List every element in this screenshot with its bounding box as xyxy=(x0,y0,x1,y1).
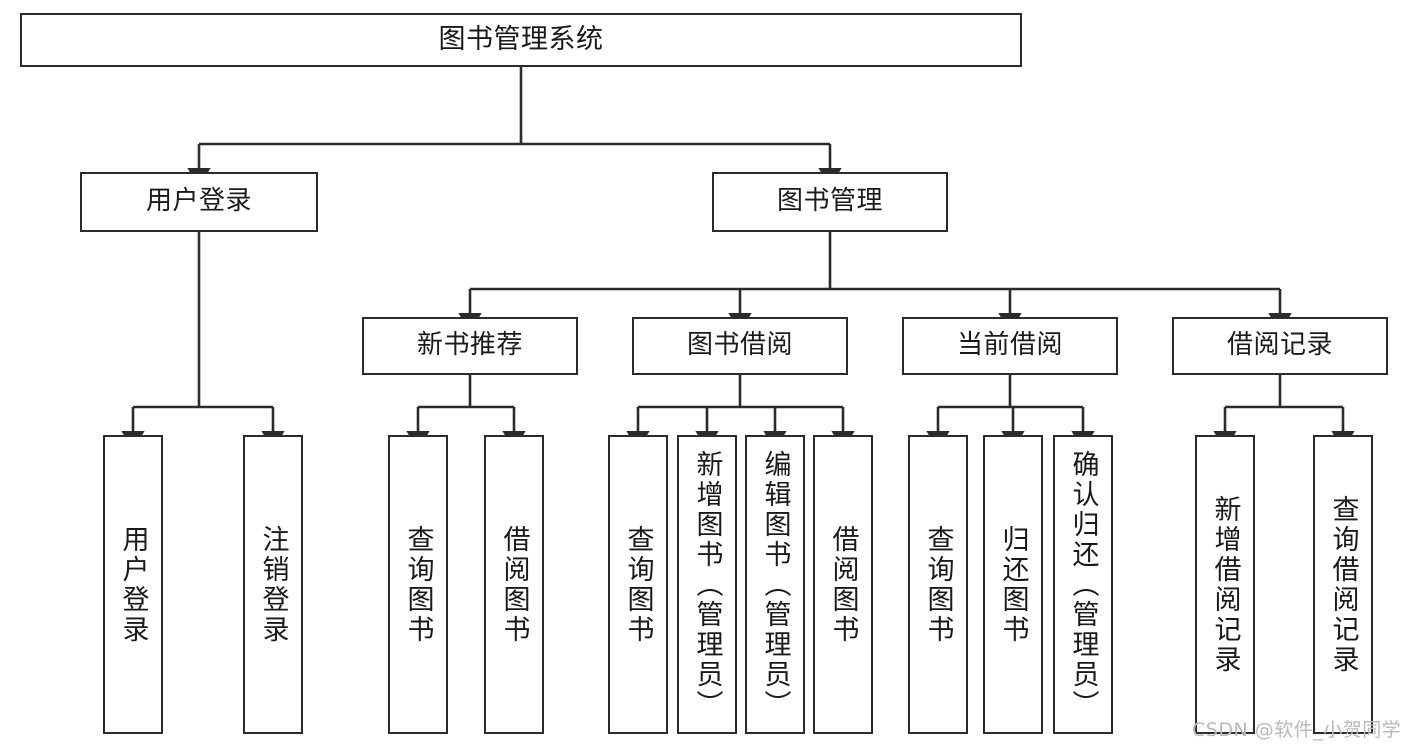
node-leaf-query-book-1[interactable]: 查询图书 xyxy=(388,435,448,734)
node-label: 借阅图书 xyxy=(498,524,530,645)
node-label: 查询图书 xyxy=(622,524,654,645)
node-leaf-user-login[interactable]: 用户登录 xyxy=(103,435,163,734)
node-label: 用户登录 xyxy=(145,186,252,217)
node-leaf-query-book-2[interactable]: 查询图书 xyxy=(608,435,668,734)
node-borrowing-record[interactable]: 借阅记录 xyxy=(1172,317,1388,375)
node-label: 借阅记录 xyxy=(1226,330,1333,361)
csdn-watermark: CSDN @软件_小贺同学 xyxy=(1192,719,1402,741)
node-user-login[interactable]: 用户登录 xyxy=(80,172,318,232)
node-leaf-add-book-admin[interactable]: 新增图书（管理员） xyxy=(677,435,737,734)
node-label: 图书管理系统 xyxy=(438,23,604,55)
node-label: 借阅图书 xyxy=(827,524,859,645)
node-label: 确认归还（管理员） xyxy=(1067,449,1099,720)
node-leaf-confirm-return-admin[interactable]: 确认归还（管理员） xyxy=(1053,435,1113,734)
node-leaf-borrow-book-2[interactable]: 借阅图书 xyxy=(813,435,873,734)
node-leaf-borrow-book-1[interactable]: 借阅图书 xyxy=(484,435,544,734)
node-label: 新增借阅记录 xyxy=(1209,494,1241,675)
node-label: 查询借阅记录 xyxy=(1327,494,1359,675)
node-label: 图书管理 xyxy=(776,186,883,217)
node-leaf-query-borrow-record[interactable]: 查询借阅记录 xyxy=(1313,435,1373,734)
node-root-book-management-system[interactable]: 图书管理系统 xyxy=(20,13,1022,67)
node-label: 注销登录 xyxy=(257,524,289,645)
node-label: 新增图书（管理员） xyxy=(691,449,723,720)
node-leaf-query-book-3[interactable]: 查询图书 xyxy=(908,435,968,734)
node-label: 查询图书 xyxy=(922,524,954,645)
node-label: 查询图书 xyxy=(402,524,434,645)
node-leaf-logout[interactable]: 注销登录 xyxy=(243,435,303,734)
node-label: 新书推荐 xyxy=(416,330,523,361)
node-book-management[interactable]: 图书管理 xyxy=(712,172,948,232)
node-book-borrowing[interactable]: 图书借阅 xyxy=(632,317,848,375)
node-new-book-recommendation[interactable]: 新书推荐 xyxy=(362,317,578,375)
node-leaf-return-book[interactable]: 归还图书 xyxy=(983,435,1043,734)
node-leaf-edit-book-admin[interactable]: 编辑图书（管理员） xyxy=(745,435,805,734)
node-label: 图书借阅 xyxy=(686,330,793,361)
node-label: 用户登录 xyxy=(117,524,149,645)
node-current-borrowing[interactable]: 当前借阅 xyxy=(902,317,1118,375)
node-label: 归还图书 xyxy=(997,524,1029,645)
node-label: 当前借阅 xyxy=(956,330,1063,361)
node-label: 编辑图书（管理员） xyxy=(759,449,791,720)
node-leaf-add-borrow-record[interactable]: 新增借阅记录 xyxy=(1195,435,1255,734)
